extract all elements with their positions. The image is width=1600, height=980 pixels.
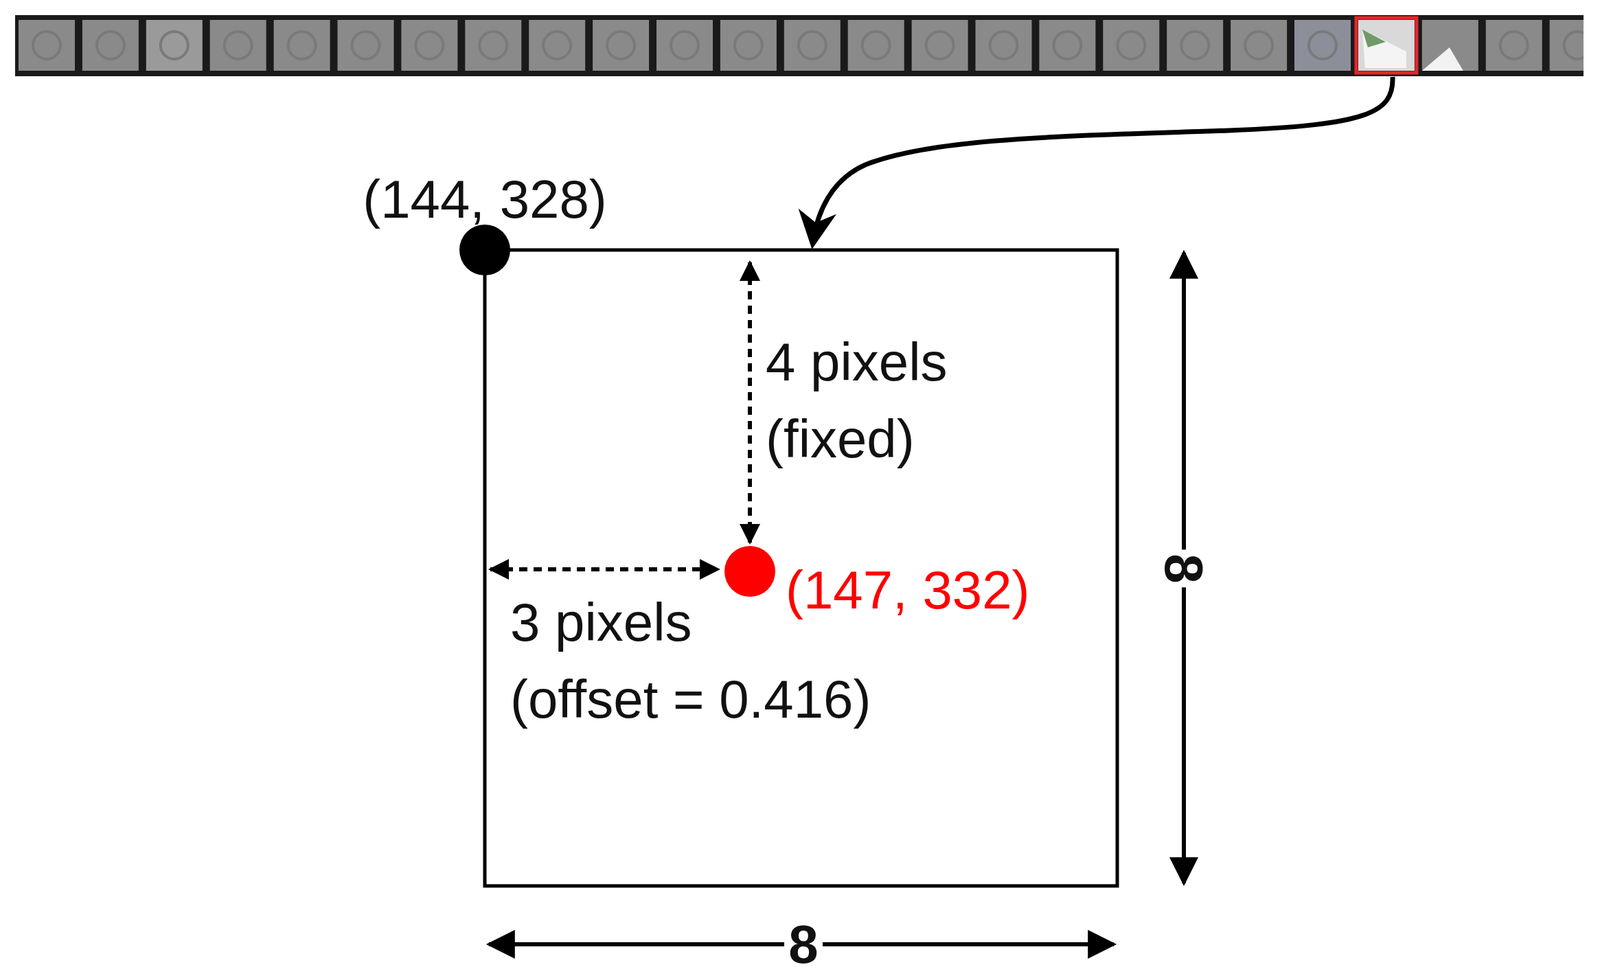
vertical-offset-arrow bbox=[747, 262, 752, 543]
dimension-note: (fixed) bbox=[765, 412, 915, 466]
frame-cell-fill bbox=[18, 19, 75, 71]
frame-cell-fill bbox=[1102, 19, 1160, 71]
frame-cell-fill bbox=[273, 19, 331, 71]
frame-cell-pattern bbox=[352, 31, 380, 60]
frame-cell-pattern bbox=[32, 31, 61, 60]
frame-cell bbox=[848, 19, 905, 71]
frame-cell-pattern bbox=[96, 31, 125, 60]
frame-cell bbox=[1486, 19, 1543, 71]
frame-cell-fill bbox=[1294, 19, 1351, 71]
frame-cell-pattern bbox=[607, 31, 635, 60]
dimension-label: 3 pixels bbox=[510, 595, 692, 649]
frame-cell bbox=[401, 19, 458, 71]
dimension-note: (offset = 0.416) bbox=[510, 672, 871, 726]
frame-cell bbox=[337, 19, 395, 71]
frame-cell-fill bbox=[911, 19, 969, 71]
frame-cell-pattern bbox=[288, 31, 316, 60]
dimension-value: 8 bbox=[784, 917, 822, 971]
frame-cell bbox=[210, 19, 267, 71]
frame-cell bbox=[146, 19, 203, 71]
frame-cell bbox=[273, 19, 331, 71]
frame-cell-pattern bbox=[670, 31, 699, 60]
frame-content bbox=[1362, 29, 1386, 48]
frame-cell-fill bbox=[784, 19, 841, 71]
frame-cell-fill bbox=[1422, 19, 1479, 71]
frame-cell bbox=[1294, 19, 1351, 71]
center-dot bbox=[724, 545, 776, 597]
frame-cell-fill bbox=[1038, 19, 1096, 71]
frame-cell-pattern bbox=[1244, 31, 1273, 60]
frame-cell bbox=[720, 19, 777, 71]
frame-strip bbox=[15, 15, 1584, 77]
frame-cell-pattern bbox=[1117, 31, 1145, 60]
frame-cell-fill bbox=[1358, 19, 1415, 71]
frame-cell-fill bbox=[146, 19, 203, 71]
frame-cell-fill bbox=[464, 19, 522, 71]
frame-cell-pattern bbox=[1308, 31, 1337, 60]
frame-cell-fill bbox=[1549, 19, 1584, 71]
frame-cell bbox=[1102, 19, 1160, 71]
frame-cell-fill bbox=[337, 19, 395, 71]
frame-cells bbox=[18, 17, 1584, 73]
frame-cell-fill bbox=[82, 19, 139, 71]
origin-dot bbox=[459, 224, 511, 276]
frame-highlight bbox=[1356, 17, 1417, 73]
frame-cell-pattern bbox=[1053, 31, 1081, 60]
frame-content bbox=[1362, 29, 1407, 68]
frame-cell-pattern bbox=[734, 31, 763, 60]
frame-cell bbox=[656, 19, 713, 71]
frame-cell-fill bbox=[656, 19, 713, 71]
frame-cell bbox=[784, 19, 841, 71]
frame-cell bbox=[975, 19, 1033, 71]
frame-cell bbox=[1166, 19, 1224, 71]
frame-cell bbox=[528, 19, 586, 71]
zoom-arrow bbox=[813, 76, 1393, 242]
frame-cell-pattern bbox=[543, 31, 571, 60]
frame-cell-pattern bbox=[479, 31, 507, 60]
dimension-value: 8 bbox=[1157, 549, 1211, 588]
dimension-label: 4 pixels bbox=[765, 335, 947, 389]
frame-cell-pattern bbox=[1181, 31, 1209, 60]
frame-cell-pattern bbox=[862, 31, 890, 60]
frame-cell bbox=[1038, 19, 1096, 71]
frame-cell bbox=[82, 19, 139, 71]
frame-cell bbox=[18, 19, 75, 71]
frame-cell bbox=[592, 19, 649, 71]
frame-cell-fill bbox=[401, 19, 458, 71]
frame-cell-fill bbox=[592, 19, 649, 71]
frame-content bbox=[1422, 47, 1464, 71]
frame-cell-pattern bbox=[224, 31, 253, 60]
frame-cell bbox=[1422, 19, 1479, 71]
frame-cell-fill bbox=[1166, 19, 1224, 71]
frame-cell-pattern bbox=[990, 31, 1018, 60]
frame-cell-pattern bbox=[1500, 31, 1528, 60]
pixel-block bbox=[484, 249, 1118, 886]
horizontal-offset-arrow bbox=[490, 567, 719, 572]
frame-cell-pattern bbox=[415, 31, 443, 60]
frame-cell-pattern bbox=[160, 31, 189, 60]
frame-cell-fill bbox=[848, 19, 905, 71]
frame-cell-fill bbox=[975, 19, 1033, 71]
center-coordinate: (147, 332) bbox=[785, 563, 1031, 617]
frame-cell-fill bbox=[1486, 19, 1543, 71]
frame-cell-fill bbox=[210, 19, 267, 71]
frame-cell bbox=[1549, 19, 1584, 71]
frame-cell-pattern bbox=[926, 31, 954, 60]
frame-cell-pattern bbox=[1564, 31, 1584, 60]
frame-cell bbox=[1230, 19, 1287, 71]
frame-cell bbox=[911, 19, 969, 71]
frame-cell-pattern bbox=[798, 31, 827, 60]
frame-cell bbox=[464, 19, 522, 71]
corner-coordinate: (144, 328) bbox=[362, 172, 608, 226]
frame-cell-fill bbox=[1230, 19, 1287, 71]
frame-cell-fill bbox=[720, 19, 777, 71]
frame-cell-fill bbox=[528, 19, 586, 71]
frame-cell bbox=[1356, 17, 1417, 73]
